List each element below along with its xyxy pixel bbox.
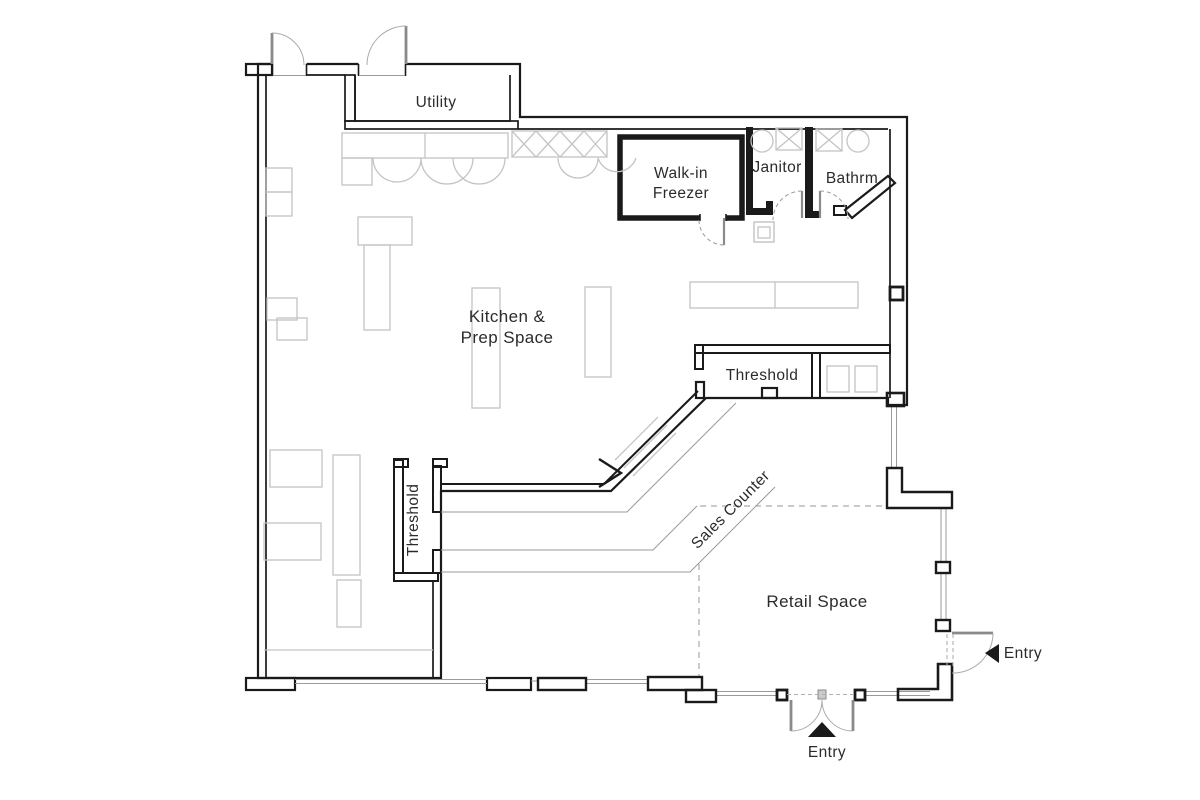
sales-counter-lines bbox=[441, 402, 776, 573]
step-out-pier bbox=[885, 466, 954, 510]
janitor-label: Janitor bbox=[752, 159, 801, 176]
top-door-1 bbox=[270, 32, 305, 66]
bathroom-door bbox=[818, 190, 849, 220]
corner-pier-southeast bbox=[896, 662, 954, 702]
room-labels: Utility Walk-in Freezer Janitor Bathrm K… bbox=[405, 94, 1042, 761]
window-pier bbox=[684, 688, 718, 704]
counter-pass-chevron bbox=[598, 457, 624, 489]
corner-pier bbox=[885, 391, 906, 408]
south-entry-doors bbox=[787, 693, 855, 732]
bathroom-floor bbox=[813, 127, 890, 211]
threshold-west-walls bbox=[393, 458, 448, 582]
walkin-freezer-walls bbox=[617, 134, 745, 222]
janitor-door bbox=[772, 190, 804, 221]
freezer-door bbox=[698, 218, 726, 246]
door-frame bbox=[853, 688, 867, 702]
janitor-walls bbox=[746, 127, 813, 215]
entry-east-label: Entry bbox=[1004, 645, 1042, 662]
window-pier bbox=[646, 675, 704, 692]
top-door-2 bbox=[366, 25, 408, 66]
top-wall-door-openings bbox=[271, 61, 407, 77]
window-mullion bbox=[934, 560, 952, 575]
service-counter-wall bbox=[440, 390, 699, 489]
bathroom-label: Bathrm bbox=[826, 170, 878, 187]
entry-south-label: Entry bbox=[808, 744, 846, 761]
window-mullion bbox=[934, 618, 952, 633]
kitchen-label-line1: Kitchen & bbox=[469, 307, 546, 326]
entry-arrow-south-icon bbox=[808, 722, 836, 737]
retail-label: Retail Space bbox=[766, 592, 867, 611]
doors bbox=[270, 25, 994, 732]
threshold-north-label: Threshold bbox=[726, 367, 799, 384]
entry-arrow-east-icon bbox=[985, 644, 999, 663]
freezer-label-line1: Walk-in bbox=[654, 165, 708, 182]
kitchen-label-line2: Prep Space bbox=[461, 328, 554, 347]
bathroom-walls bbox=[805, 174, 897, 220]
freezer-label-line2: Freezer bbox=[653, 185, 709, 202]
sales-counter-label: Sales Counter bbox=[688, 467, 773, 552]
wall-pier-bottom bbox=[485, 676, 533, 692]
kitchen-equipment bbox=[263, 127, 878, 651]
threshold-west-label: Threshold bbox=[405, 484, 422, 557]
utility-label: Utility bbox=[416, 94, 457, 111]
window-pier bbox=[536, 676, 588, 692]
wall-cap-bottom-left bbox=[244, 676, 297, 692]
east-entry-door bbox=[946, 631, 994, 674]
threshold-north-walls bbox=[694, 344, 891, 400]
retail-dashed-boundary bbox=[698, 505, 886, 676]
janitor-floor bbox=[753, 127, 805, 211]
wall-column bbox=[888, 285, 905, 302]
door-frame bbox=[775, 688, 789, 702]
